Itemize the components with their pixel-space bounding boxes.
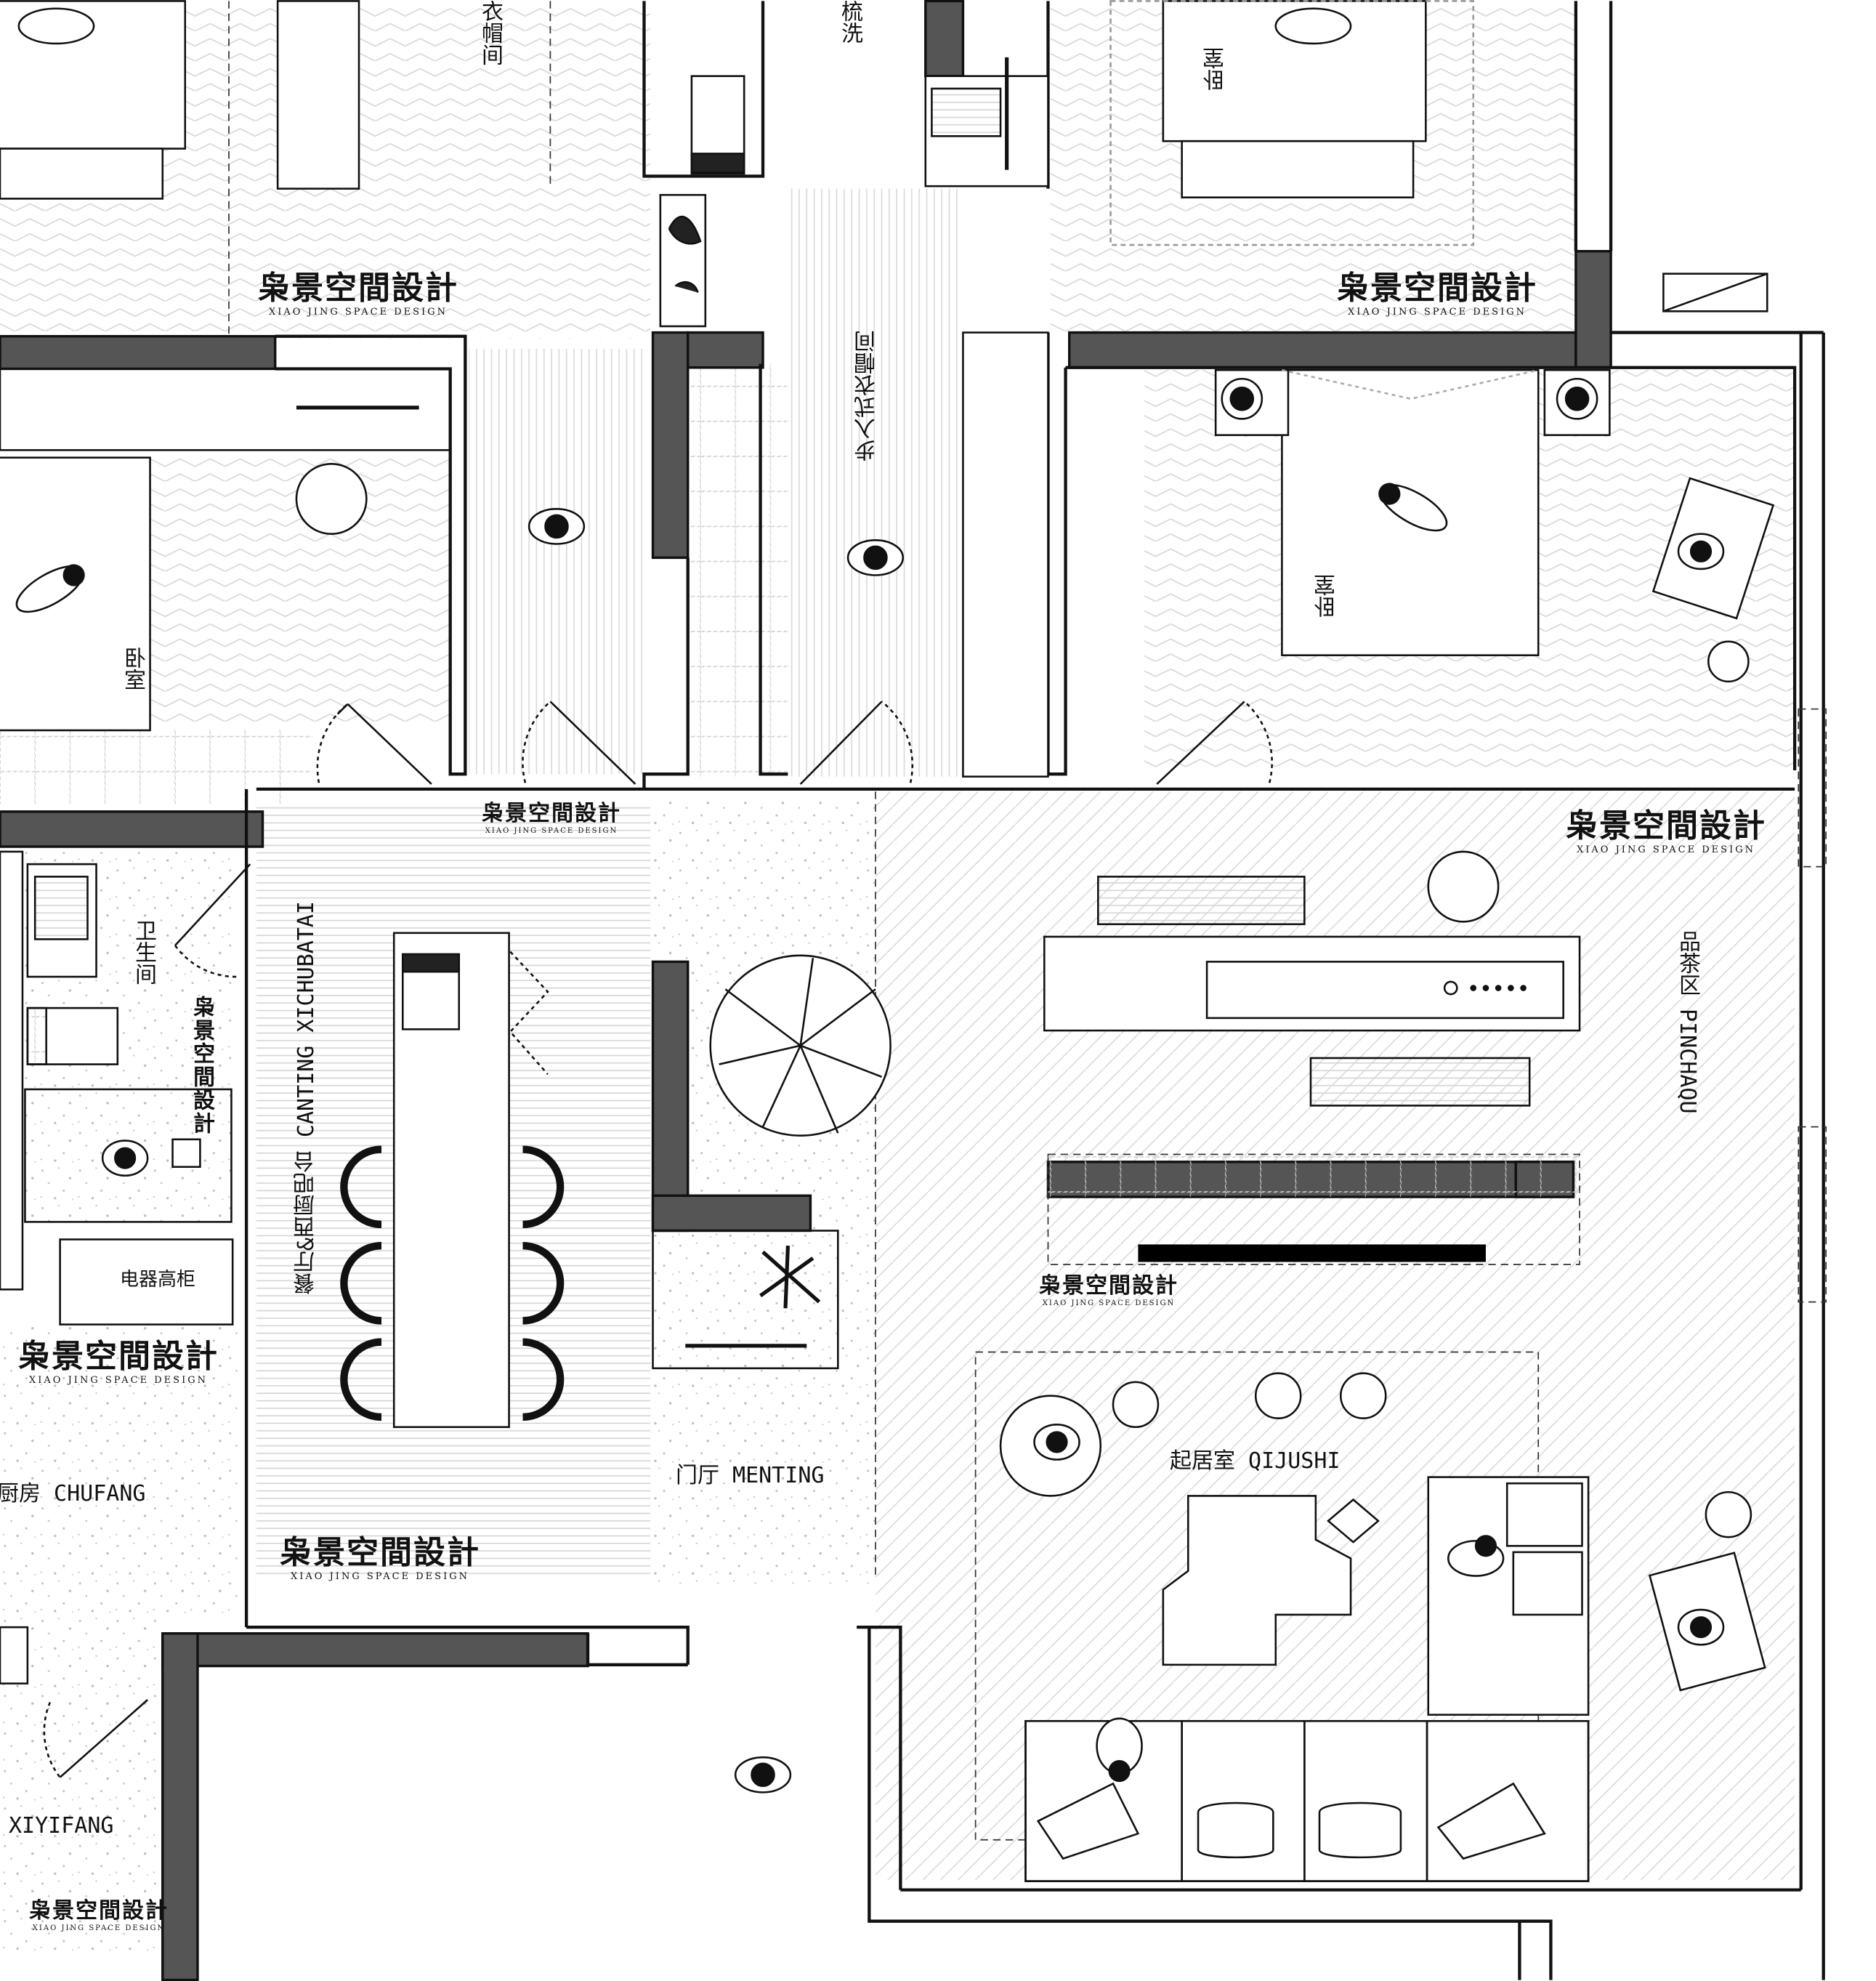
- room-label-appliance-cabinet: 电器高柜: [120, 1269, 196, 1291]
- watermark-cn: 枭景空間設計: [29, 1898, 169, 1924]
- watermark-cn: 枭景空間設計: [18, 1338, 219, 1375]
- room-label-foyer: 门厅 MENTING: [676, 1463, 825, 1488]
- watermark-en: XIAO JING SPACE DESIGN: [29, 1375, 208, 1386]
- watermark: 枭景空間設計: [189, 996, 214, 1135]
- watermark-cn: 枭景空間設計: [1039, 1273, 1178, 1299]
- watermark: 枭景空間設計 XIAO JING SPACE DESIGN: [1039, 1275, 1178, 1307]
- watermark: 枭景空間設計 XIAO JING SPACE DESIGN: [18, 1338, 219, 1386]
- watermark-en: XIAO JING SPACE DESIGN: [269, 307, 448, 318]
- watermark-en: XIAO JING SPACE DESIGN: [485, 827, 618, 835]
- watermark: 枭景空間設計 XIAO JING SPACE DESIGN: [280, 1534, 480, 1582]
- room-label-tea-area: 品茶区 PINCHAQU: [1675, 930, 1700, 1114]
- watermark-en: XIAO JING SPACE DESIGN: [291, 1571, 469, 1582]
- room-label-bedroom-left: 卧室: [120, 647, 145, 690]
- watermark-cn: 枭景空間設計: [280, 1534, 480, 1571]
- watermark-cn: 枭景空間設計: [258, 270, 458, 307]
- room-label-bedroom-master: 卧室: [1314, 574, 1340, 618]
- room-label-bathroom: 卫生间: [131, 919, 156, 985]
- doors: [43, 701, 1273, 1778]
- watermark: 枭景空間設計 XIAO JING SPACE DESIGN: [1566, 810, 1766, 855]
- watermark-en: XIAO JING SPACE DESIGN: [1577, 844, 1755, 855]
- watermark: 枭景空間設計 XIAO JING SPACE DESIGN: [482, 803, 621, 835]
- people: [15, 7, 1725, 1794]
- watermark-cn: 枭景空間設計: [1566, 807, 1766, 844]
- room-label-bedroom-top-right: 卧室: [1203, 47, 1229, 91]
- room-label-kitchen: 厨房 CHUFANG: [0, 1481, 146, 1506]
- watermark-en: XIAO JING SPACE DESIGN: [1042, 1299, 1176, 1307]
- room-label-living: 起居室 QIJUSHI: [1170, 1448, 1341, 1474]
- room-label-wardrobe: 衣帽间: [477, 0, 503, 65]
- watermark: 枭景空間設計 XIAO JING SPACE DESIGN: [29, 1900, 169, 1932]
- watermark-en: XIAO JING SPACE DESIGN: [1348, 307, 1527, 318]
- watermark-cn: 枭景空間設計: [482, 801, 621, 826]
- wall-outlines: [244, 1, 1825, 1980]
- watermark-en: XIAO JING SPACE DESIGN: [32, 1924, 166, 1932]
- room-label-washroom: 梳洗: [837, 0, 862, 44]
- tv-console-bar: [1138, 1244, 1486, 1262]
- room-label-walkin-wardrobe: 步入式衣帽间: [854, 331, 880, 461]
- room-label-dining: 餐厅&西厨吧台 CANTING XICHUBATAI: [294, 901, 319, 1295]
- watermark-cn: 枭景空間設計: [1337, 270, 1537, 307]
- watermark-cn: 枭景空間設計: [189, 996, 214, 1135]
- room-label-laundry: XIYIFANG: [9, 1813, 114, 1839]
- watermark: 枭景空間設計 XIAO JING SPACE DESIGN: [1337, 270, 1537, 318]
- watermark: 枭景空間設計 XIAO JING SPACE DESIGN: [258, 270, 458, 318]
